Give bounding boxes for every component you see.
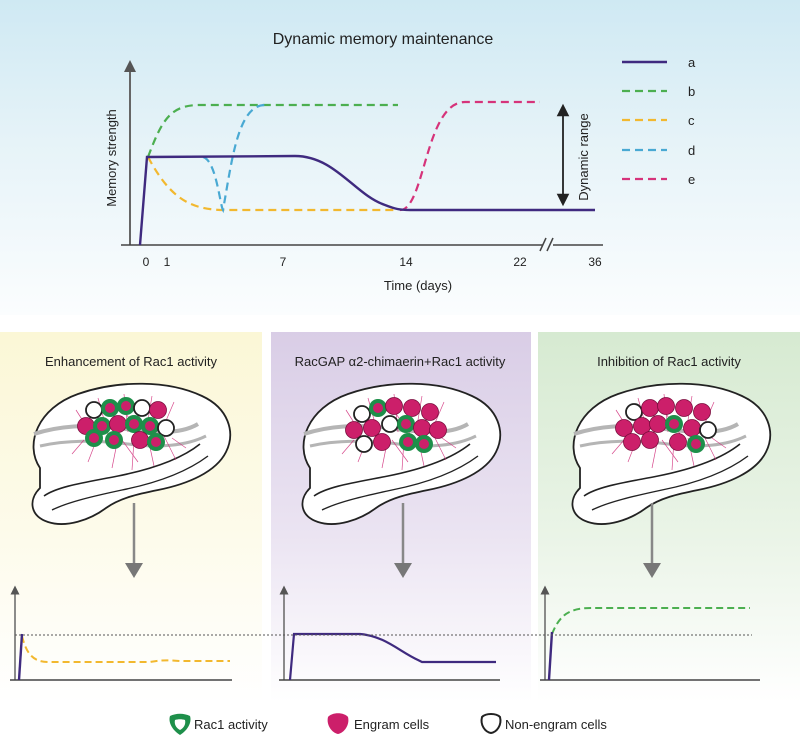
brain-illustration-enhancement	[30, 381, 233, 527]
legend-label-a: a	[688, 55, 696, 70]
dynamic-range-label: Dynamic range	[576, 113, 591, 200]
brain-illustration-racgap	[300, 381, 503, 527]
legend-label-c: c	[688, 113, 695, 128]
curve-a	[138, 154, 595, 246]
x-tick-0: 0	[143, 255, 150, 269]
legend-rac1-label: Rac1 activity	[194, 717, 268, 732]
rac1-activity-icon	[169, 713, 191, 735]
x-tick-labels: 0 1 7 14 22 36	[143, 255, 602, 269]
curve-e	[399, 100, 540, 212]
legend-non-engram-label: Non-engram cells	[505, 717, 607, 732]
x-tick-7: 7	[280, 255, 287, 269]
top-panel-background	[0, 0, 800, 315]
panel-title-inhibition: Inhibition of Rac1 activity	[597, 354, 741, 369]
x-tick-36: 36	[588, 255, 602, 269]
legend-label-b: b	[688, 84, 695, 99]
curve-c	[147, 156, 398, 212]
legend-label-d: d	[688, 143, 695, 158]
bottom-legend: Rac1 activity Engram cells Non-engram ce…	[169, 713, 607, 735]
y-axis-label: Memory strength	[104, 109, 119, 207]
x-tick-1: 1	[164, 255, 171, 269]
curve-d	[202, 103, 266, 214]
legend-label-e: e	[688, 172, 695, 187]
x-tick-14: 14	[399, 255, 413, 269]
x-axis-label: Time (days)	[384, 278, 452, 293]
brain-illustration-inhibition	[570, 381, 773, 527]
top-chart-axes	[121, 60, 603, 252]
panel-down-arrows	[125, 503, 661, 578]
engram-cell-icon	[327, 713, 349, 734]
x-tick-22: 22	[513, 255, 527, 269]
curve-b	[146, 103, 398, 158]
top-legend: a b c d e	[622, 55, 696, 187]
top-chart-title: Dynamic memory maintenance	[273, 31, 494, 48]
panel-title-enhancement: Enhancement of Rac1 activity	[45, 354, 217, 369]
panel-title-racgap: RacGAP α2-chimaerin+Rac1 activity	[295, 354, 506, 369]
non-engram-cell-icon	[480, 713, 502, 735]
legend-engram-label: Engram cells	[354, 717, 430, 732]
